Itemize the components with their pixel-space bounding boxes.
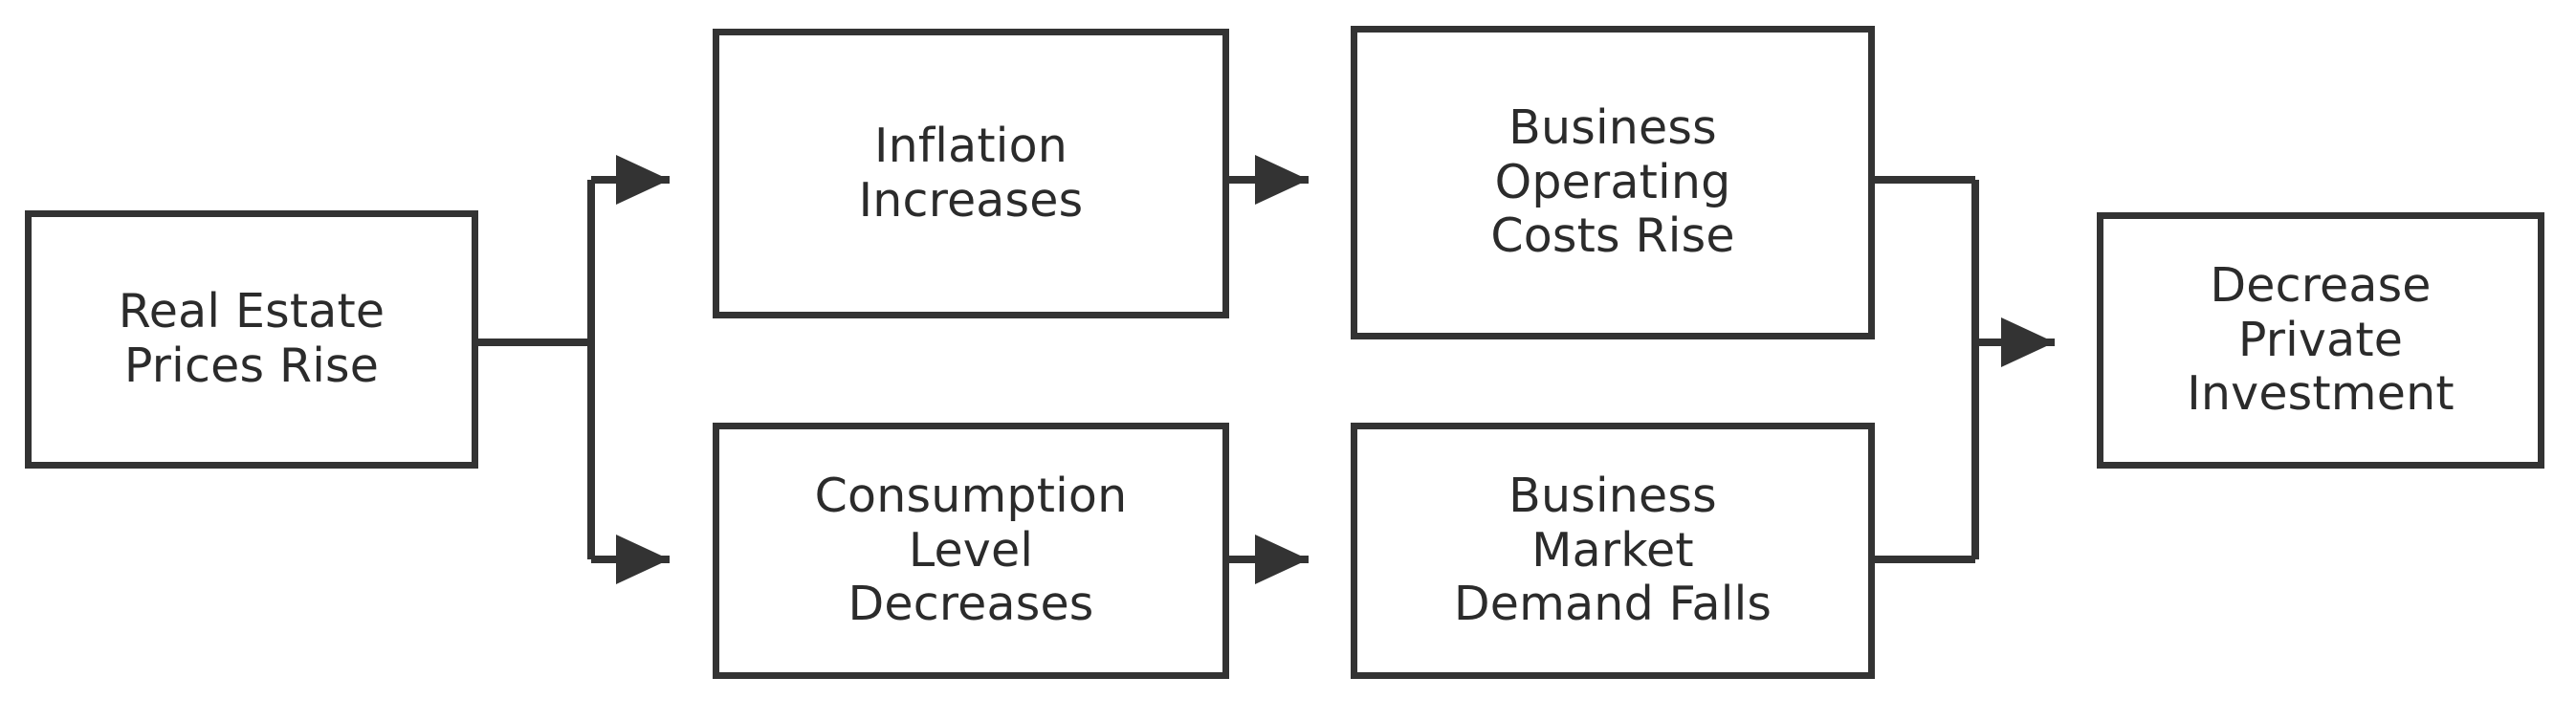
node-business-operating-costs-rise[interactable]: Business Operating Costs Rise: [1351, 26, 1875, 339]
arrow-head-icon: [616, 535, 670, 584]
node-label-decrease-private-investment: Decrease Private Investment: [2187, 257, 2455, 422]
arrow-head-icon: [616, 155, 670, 205]
node-label-business-operating-costs-rise: Business Operating Costs Rise: [1490, 99, 1735, 264]
node-real-estate-prices-rise[interactable]: Real Estate Prices Rise: [25, 210, 478, 469]
node-consumption-level-decreases[interactable]: Consumption Level Decreases: [713, 423, 1229, 679]
arrow-head-icon: [1255, 155, 1309, 205]
arrow-head-group: [616, 155, 2055, 584]
node-label-inflation-increases: Inflation Increases: [858, 118, 1084, 228]
node-business-market-demand-falls[interactable]: Business Market Demand Falls: [1351, 423, 1875, 679]
node-decrease-private-investment[interactable]: Decrease Private Investment: [2097, 212, 2544, 469]
node-label-consumption-level-decreases: Consumption Level Decreases: [814, 468, 1128, 632]
node-label-real-estate-prices-rise: Real Estate Prices Rise: [118, 284, 385, 393]
arrow-head-icon: [1255, 535, 1309, 584]
node-inflation-increases[interactable]: Inflation Increases: [713, 29, 1229, 318]
arrow-head-icon: [2001, 317, 2055, 367]
node-label-business-market-demand-falls: Business Market Demand Falls: [1453, 468, 1772, 632]
